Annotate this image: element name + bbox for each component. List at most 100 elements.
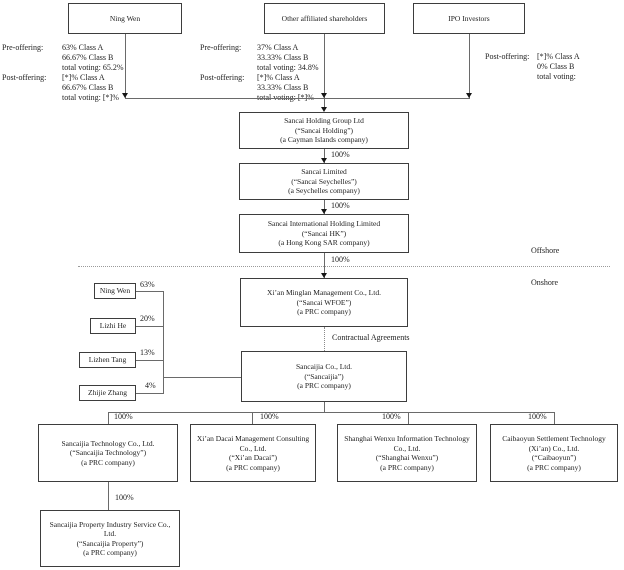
shareholder-name: Lizhen Tang bbox=[88, 355, 127, 365]
vie-pct-label: 20% bbox=[140, 314, 155, 323]
company-jurisdiction: (a PRC company) bbox=[380, 462, 434, 472]
shareholder-name: Zhijie Zhang bbox=[88, 388, 127, 398]
box-vie-shareholder-zhijie-zhang: Zhijie Zhang bbox=[79, 385, 136, 401]
offering-line: total voting: [*]% bbox=[62, 93, 119, 102]
edge-bus-to-vie bbox=[163, 377, 241, 378]
vie-pct-label: 63% bbox=[140, 280, 155, 289]
edge-tech-to-property bbox=[108, 482, 109, 510]
sub-pct-label: 100% bbox=[528, 412, 547, 421]
company-jurisdiction: (a PRC company) bbox=[527, 462, 581, 472]
box-vie-shareholder-ning-wen: Ning Wen bbox=[94, 283, 136, 299]
ownership-pct-label: 100% bbox=[331, 255, 350, 264]
offering-line: total voting: bbox=[537, 72, 576, 81]
company-name: Sancaijia Property Industry Service Co.,… bbox=[49, 519, 171, 539]
company-name: Sancai Holding Group Ltd bbox=[284, 116, 364, 126]
arrowhead-down bbox=[321, 158, 327, 163]
company-alias: (“Sancaijia”) bbox=[304, 371, 344, 381]
edge-top-bus bbox=[125, 98, 470, 99]
arrowhead-down bbox=[321, 273, 327, 278]
sub-pct-label: 100% bbox=[382, 412, 401, 421]
offering-line: total voting: [*]% bbox=[257, 93, 319, 103]
shareholder-name: Lizhi He bbox=[99, 321, 127, 331]
box-sancai-limited: Sancai Limited (“Sancai Seychelles”) (a … bbox=[239, 163, 409, 200]
post-offering-label: Post-offering: bbox=[485, 52, 530, 61]
company-alias: (“Sancai HK”) bbox=[301, 228, 347, 238]
arrowhead-down bbox=[122, 93, 128, 98]
box-ipo-investors: IPO Investors bbox=[413, 3, 525, 34]
offering-line: total voting: 65.2% bbox=[62, 63, 124, 72]
shareholder-name: IPO Investors bbox=[448, 13, 490, 23]
ownership-pct-label: 100% bbox=[331, 201, 350, 210]
edge-shareholder-bus bbox=[163, 291, 164, 394]
arrowhead-down bbox=[321, 209, 327, 214]
company-name: Xi’an Minglan Management Co., Ltd. bbox=[267, 288, 381, 298]
edge-bus-to-holding bbox=[324, 99, 325, 108]
company-alias: (“Sancai Seychelles”) bbox=[291, 176, 357, 186]
company-alias: (“Sancaijia Property”) bbox=[76, 538, 144, 548]
offering-line: 0% Class B bbox=[537, 62, 575, 71]
company-alias: (“Caibaoyun”) bbox=[531, 453, 577, 462]
box-sancai-wfoe: Xi’an Minglan Management Co., Ltd. (“San… bbox=[240, 278, 408, 327]
vie-pct-label: 4% bbox=[145, 381, 156, 390]
edge-vie-down bbox=[324, 402, 325, 412]
pre-offering-label: Pre-offering: bbox=[200, 43, 242, 52]
box-sancaijia-property: Sancaijia Property Industry Service Co.,… bbox=[40, 510, 180, 567]
box-shanghai-wenxu: Shanghai Wenxu Information Technology Co… bbox=[337, 424, 477, 482]
offering-line: 66.67% Class B bbox=[62, 53, 114, 62]
sub-pct-label: 100% bbox=[260, 412, 279, 421]
post-offering-label: Post-offering: bbox=[2, 73, 47, 82]
edge-stub-ning-wen bbox=[136, 291, 163, 292]
sub-pct-label: 100% bbox=[114, 412, 133, 421]
box-sancaijia-vie: Sancaijia Co., Ltd. (“Sancaijia”) (a PRC… bbox=[241, 351, 407, 402]
box-ning-wen-top: Ning Wen bbox=[68, 3, 182, 34]
company-jurisdiction: (a PRC company) bbox=[83, 548, 137, 557]
offering-line: [*]% Class A bbox=[257, 73, 300, 82]
company-jurisdiction: (a Cayman Islands company) bbox=[280, 135, 368, 145]
company-name: Xi’an Dacai Management Consulting Co., L… bbox=[196, 434, 310, 453]
company-alias: (“Xi’an Dacai”) bbox=[228, 453, 278, 462]
box-vie-shareholder-lizhi-he: Lizhi He bbox=[90, 318, 136, 334]
other-affiliated-offering-values: 37% Class A 33.33% Class B total voting:… bbox=[257, 43, 319, 103]
box-xian-dacai: Xi’an Dacai Management Consulting Co., L… bbox=[190, 424, 316, 482]
company-alias: (“Sancai Holding”) bbox=[294, 125, 354, 135]
edge-hk-wfoe bbox=[324, 253, 325, 278]
edge-stub-lizhi-he bbox=[136, 326, 163, 327]
company-alias: (“Sancai WFOE”) bbox=[296, 297, 352, 307]
ipo-offering-values: [*]% Class A 0% Class B total voting: bbox=[537, 52, 580, 82]
vie-pct-label: 13% bbox=[140, 348, 155, 357]
offshore-label: Offshore bbox=[531, 246, 560, 255]
contractual-agreements-label: Contractual Agreements bbox=[332, 333, 410, 342]
offering-line: 63% Class A bbox=[62, 43, 104, 52]
pre-offering-label: Pre-offering: bbox=[2, 43, 44, 52]
edge-drop-sub1 bbox=[108, 412, 109, 424]
box-other-affiliated-shareholders: Other affiliated shareholders bbox=[264, 3, 385, 34]
company-jurisdiction: (a Hong Kong SAR company) bbox=[278, 238, 370, 248]
edge-other-down bbox=[324, 34, 325, 98]
shareholder-name: Ning Wen bbox=[109, 13, 141, 23]
box-caibaoyun: Caibaoyun Settlement Technology (Xi’an) … bbox=[490, 424, 618, 482]
box-vie-shareholder-lizhen-tang: Lizhen Tang bbox=[79, 352, 136, 368]
box-sancaijia-technology: Sancaijia Technology Co., Ltd. (“Sancaij… bbox=[38, 424, 178, 482]
box-sancai-holding: Sancai Holding Group Ltd (“Sancai Holdin… bbox=[239, 112, 409, 149]
company-name: Sancaijia Technology Co., Ltd. bbox=[61, 438, 155, 448]
offering-line: 33.33% Class B bbox=[257, 83, 309, 92]
offering-line: 37% Class A bbox=[257, 43, 299, 52]
company-jurisdiction: (a PRC company) bbox=[297, 381, 351, 391]
arrowhead-down bbox=[321, 107, 327, 112]
onshore-label: Onshore bbox=[531, 278, 559, 287]
offering-line: 33.33% Class B bbox=[257, 53, 309, 62]
edge-ipo-down bbox=[469, 34, 470, 98]
company-jurisdiction: (a PRC company) bbox=[226, 462, 280, 472]
offshore-onshore-divider bbox=[78, 266, 610, 267]
edge-ning-wen-down bbox=[125, 34, 126, 98]
edge-stub-lizhen-tang bbox=[136, 360, 163, 361]
company-jurisdiction: (a Seychelles company) bbox=[288, 186, 360, 196]
company-name: Sancaijia Co., Ltd. bbox=[295, 362, 353, 372]
company-name: Sancai International Holding Limited bbox=[267, 219, 381, 229]
offering-line: [*]% Class A bbox=[62, 73, 105, 82]
company-name: Shanghai Wenxu Information Technology Co… bbox=[344, 434, 470, 453]
box-sancai-hk: Sancai International Holding Limited (“S… bbox=[239, 214, 409, 253]
company-alias: (“Sancaijia Technology”) bbox=[69, 448, 147, 458]
company-name: Sancai Limited bbox=[301, 167, 347, 177]
